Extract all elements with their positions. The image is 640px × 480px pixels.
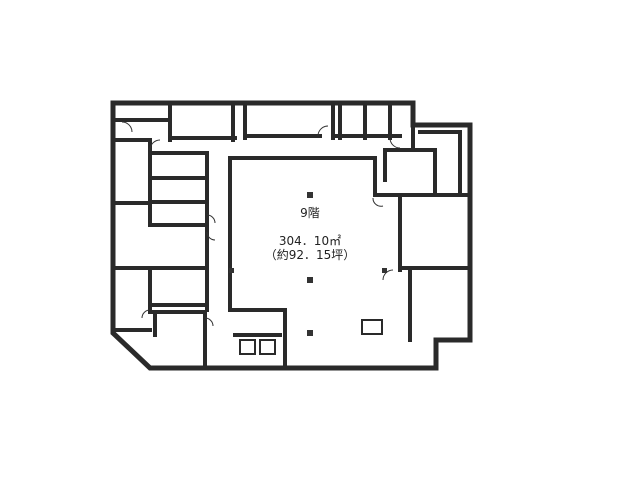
area-sqm: 304．10㎡: [278, 234, 342, 248]
fixtures: [239, 319, 383, 355]
floor-label: 9階: [300, 206, 320, 220]
columns: [229, 192, 387, 336]
area-tsubo: （約92．15坪）: [264, 248, 356, 262]
door-swings: [121, 121, 401, 327]
inner-walls: [111, 101, 472, 370]
outer-walls: [110, 100, 473, 371]
